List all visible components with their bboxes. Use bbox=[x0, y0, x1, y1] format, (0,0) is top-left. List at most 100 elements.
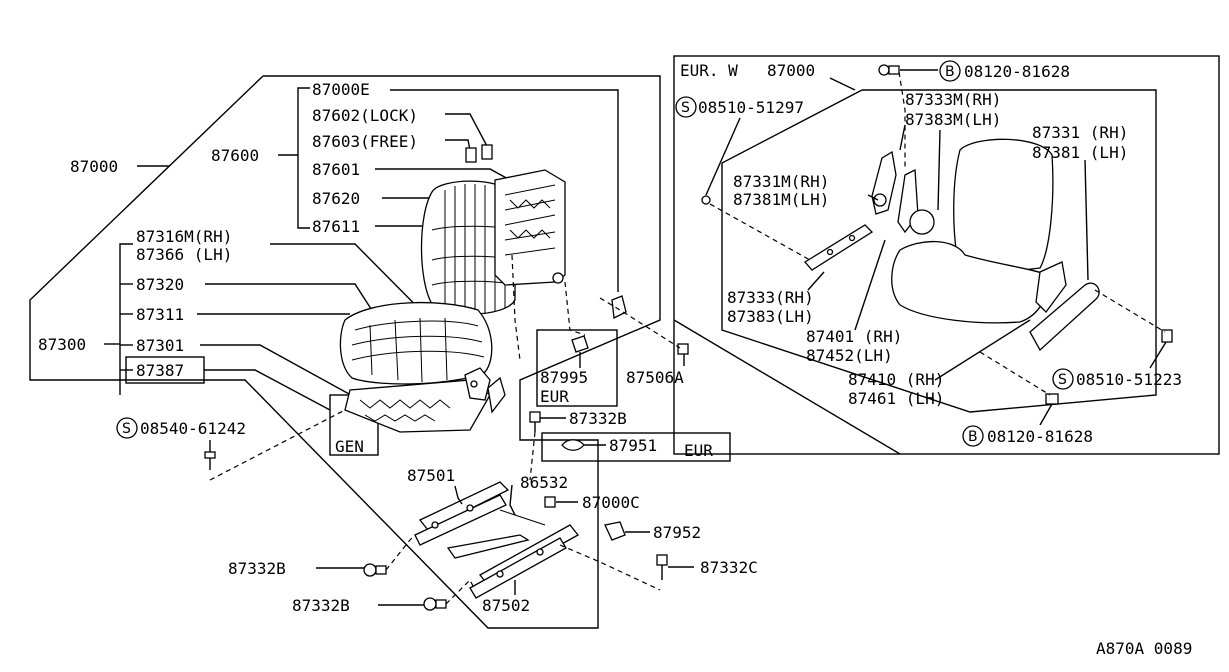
bracket-87600 bbox=[297, 87, 310, 229]
dash-87332C bbox=[559, 544, 661, 591]
bolt-87332B-c-icon bbox=[423, 597, 447, 611]
dash-08120-a bbox=[898, 71, 906, 170]
dash-87332B-b bbox=[385, 534, 416, 571]
leader-87401 bbox=[854, 239, 886, 331]
label-eur-w: EUR. W bbox=[680, 61, 738, 80]
label-87995: 87995 bbox=[540, 368, 588, 387]
dash-frame bbox=[564, 281, 586, 336]
bolt-87332B-a-icon bbox=[529, 411, 541, 432]
label-87952: 87952 bbox=[653, 523, 701, 542]
leader-87387 bbox=[204, 369, 331, 411]
dash-87332B-a bbox=[529, 431, 536, 481]
label-87331M: 87331M(RH) bbox=[733, 172, 829, 191]
leader-87602 bbox=[445, 113, 489, 149]
label-87452: 87452(LH) bbox=[806, 346, 893, 365]
label-87601: 87601 bbox=[312, 160, 360, 179]
slide-rail-87501-icon bbox=[414, 481, 510, 546]
label-87461: 87461 (LH) bbox=[848, 389, 944, 408]
label-87000-eur: 87000 bbox=[767, 61, 815, 80]
bracket-87333-icon bbox=[804, 224, 874, 271]
label-87332B-a: 87332B bbox=[569, 409, 627, 428]
label-diagram-code: A870A 0089 bbox=[1096, 639, 1192, 658]
recliner-icon bbox=[464, 367, 506, 414]
label-86532: 86532 bbox=[520, 473, 568, 492]
label-eur-1: EUR bbox=[540, 387, 569, 406]
svg-text:B: B bbox=[968, 429, 978, 445]
clip-87995-icon bbox=[571, 335, 589, 353]
s-symbol-08510-b-icon: S bbox=[1052, 368, 1074, 390]
label-87300: 87300 bbox=[38, 335, 86, 354]
label-87331: 87331 (RH) bbox=[1032, 123, 1128, 142]
clip-87000C-icon bbox=[544, 496, 556, 508]
svg-text:S: S bbox=[122, 421, 131, 437]
screw-08510-b-icon bbox=[1161, 329, 1173, 343]
label-08510-a: 08510-51297 bbox=[698, 98, 804, 117]
dash-08120-b bbox=[979, 351, 1051, 396]
leader-87331M bbox=[867, 194, 879, 201]
slide-lever-icon bbox=[446, 509, 546, 559]
leader-87501 bbox=[454, 485, 463, 505]
b-symbol-08120-a-icon: B bbox=[939, 60, 961, 82]
label-87332B-b: 87332B bbox=[228, 559, 286, 578]
box-87951 bbox=[541, 432, 731, 462]
label-87000E: 87000E bbox=[312, 80, 370, 99]
slide-rail-87502-icon bbox=[469, 524, 579, 599]
leader-87331 bbox=[1084, 159, 1089, 281]
b-symbol-08120-b-icon: B bbox=[962, 425, 984, 447]
leader-08510-a bbox=[705, 117, 741, 196]
eur-w-box bbox=[673, 55, 1220, 455]
svg-text:B: B bbox=[945, 64, 955, 80]
label-87381: 87381 (LH) bbox=[1032, 143, 1128, 162]
svg-text:S: S bbox=[1058, 372, 1067, 388]
screw-08510-a-icon bbox=[701, 195, 711, 205]
label-87332B-c: 87332B bbox=[292, 596, 350, 615]
dash-back bbox=[511, 254, 521, 361]
eur-recliner-icon bbox=[871, 150, 1100, 352]
label-87383: 87383(LH) bbox=[727, 307, 814, 326]
label-08510-b: 08510-51223 bbox=[1076, 370, 1182, 389]
headrest-guide-icon bbox=[465, 144, 493, 163]
label-87320: 87320 bbox=[136, 275, 184, 294]
leader-87333 bbox=[807, 271, 825, 291]
eur-w-inner-outline bbox=[721, 89, 1157, 413]
label-gen: GEN bbox=[335, 437, 364, 456]
s-symbol-08540-icon: S bbox=[116, 417, 138, 439]
label-87366: 87366 (LH) bbox=[136, 245, 232, 264]
seat-cushion-icon bbox=[339, 301, 493, 385]
bolt-87332C-icon bbox=[656, 554, 668, 580]
box-87995 bbox=[536, 329, 618, 407]
label-08120-a: 08120-81628 bbox=[964, 62, 1070, 81]
label-08540: 08540-61242 bbox=[140, 419, 246, 438]
label-87611: 87611 bbox=[312, 217, 360, 236]
label-87332C: 87332C bbox=[700, 558, 758, 577]
dash-08540 bbox=[209, 409, 346, 481]
leader-87320 bbox=[205, 283, 376, 316]
leader-86532 bbox=[509, 484, 516, 516]
label-87333M: 87333M(RH) bbox=[905, 90, 1001, 109]
dash-87332B-c bbox=[445, 578, 476, 605]
label-87951: 87951 bbox=[609, 436, 657, 455]
label-08120-b: 08120-81628 bbox=[987, 427, 1093, 446]
label-eur-2: EUR bbox=[684, 441, 713, 460]
label-87301: 87301 bbox=[136, 336, 184, 355]
clip-87952-icon bbox=[604, 521, 626, 541]
leader-87301 bbox=[200, 344, 361, 401]
label-87410: 87410 (RH) bbox=[848, 370, 944, 389]
bolt-08120-b-icon bbox=[1045, 393, 1059, 405]
leader-87601 bbox=[375, 168, 511, 181]
label-87383M: 87383M(LH) bbox=[905, 110, 1001, 129]
svg-text:S: S bbox=[681, 100, 690, 116]
label-87401: 87401 (RH) bbox=[806, 327, 902, 346]
leader-08510-b bbox=[1149, 341, 1167, 369]
leader-87000-eur bbox=[829, 77, 856, 91]
label-87000C: 87000C bbox=[582, 493, 640, 512]
eur-seat-icon bbox=[891, 138, 1054, 324]
main-assembly-outline bbox=[29, 75, 661, 629]
dash-08510-b bbox=[1094, 289, 1166, 333]
clip-87506A-icon bbox=[611, 295, 689, 355]
leader-08120-b bbox=[1039, 403, 1053, 426]
label-87316M: 87316M(RH) bbox=[136, 227, 232, 246]
label-87387: 87387 bbox=[136, 361, 184, 380]
